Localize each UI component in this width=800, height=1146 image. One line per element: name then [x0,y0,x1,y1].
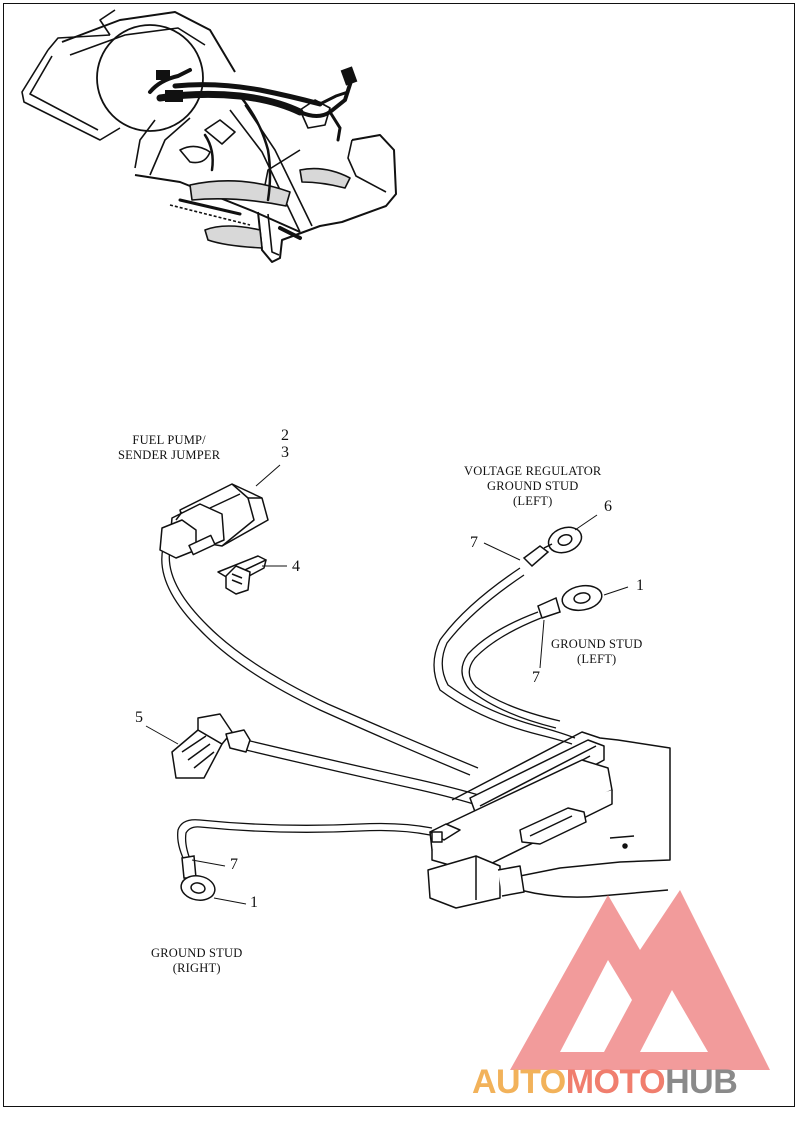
ground-stud-left-label-line2: (LEFT) [577,652,617,666]
callout-6: 6 [604,498,612,515]
callout-7-right: 7 [230,856,238,873]
callout-5: 5 [135,709,143,726]
callout-7-left: 7 [532,669,540,686]
watermark-part1: AUTO [472,1063,566,1101]
callout-4: 4 [292,558,300,575]
watermark-logo [510,890,770,1070]
callout-1-left: 1 [636,577,644,594]
wire-leads [161,547,576,865]
leader-lines [145,464,629,905]
callout-2: 2 [281,427,289,444]
page-border [3,3,795,1107]
watermark-part3: HUB [665,1063,738,1101]
fuel-pump-label: FUEL PUMP/ SENDER JUMPER [118,433,220,463]
ground-stud-right-label-line2: (RIGHT) [172,961,221,975]
motorcycle-frame-illustration [21,9,397,263]
voltage-regulator-label-line2: GROUND STUD [487,479,579,493]
watermark-part2: MOTO [565,1063,666,1101]
callout-3: 3 [281,444,289,461]
voltage-regulator-label: VOLTAGE REGULATOR GROUND STUD (LEFT) [464,464,601,509]
ground-stud-right-label: GROUND STUD (RIGHT) [151,946,242,976]
voltage-regulator-label-line3: (LEFT) [513,494,553,508]
ground-stud-left-label-line1: GROUND STUD [551,637,643,651]
module-assembly [427,731,671,909]
callout-7-regulator: 7 [470,534,478,551]
ground-stud-left-label: GROUND STUD (LEFT) [551,637,642,667]
connector-5 [171,713,251,779]
fuel-pump-label-line2: SENDER JUMPER [118,448,221,462]
ring-terminals [180,526,603,901]
ground-stud-right-label-line1: GROUND STUD [151,946,243,960]
fuel-pump-connector [159,483,269,559]
retainer-clip [217,555,267,595]
callout-1-right: 1 [250,894,258,911]
magnifier-circle [96,24,204,132]
watermark-text: AUTOMOTOHUB [472,1063,738,1102]
voltage-regulator-label-line1: VOLTAGE REGULATOR [464,464,602,478]
fuel-pump-label-line1: FUEL PUMP/ [132,433,206,447]
